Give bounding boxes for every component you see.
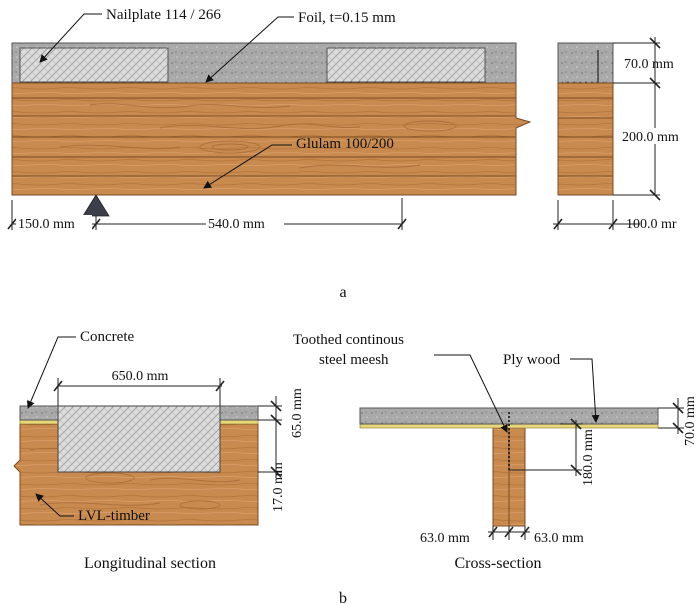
title-longitudinal: Longitudinal section: [84, 555, 216, 572]
label-mesh-line1: Toothed continous: [293, 332, 404, 348]
label-foil: Foil, t=0.15 mm: [298, 10, 396, 26]
glulam-beam: [11, 82, 532, 196]
part-a-cross-section: 70.0 mm 200.0 mm 100.0 mr: [553, 37, 696, 232]
label-mesh-line2: steel meesh: [319, 352, 389, 368]
part-a-elevation: 150.0 mm 540.0 mm Nailplate 114 / 266 Fo…: [7, 7, 532, 232]
caption-b: b: [339, 590, 347, 605]
title-cross-section: Cross-section: [454, 555, 541, 572]
dim-beam-height: 200.0 mm: [622, 130, 679, 145]
label-lvl: LVL-timber: [78, 508, 150, 524]
nailplate-right: [326, 47, 486, 83]
nailplate-teeth-left: [19, 81, 165, 87]
dim-slab-thickness: 65.0 mm: [290, 388, 305, 438]
dim-right-half: 63.0 mm: [534, 531, 584, 546]
label-plywood: Ply wood: [503, 352, 561, 368]
lvl-notch: [57, 405, 221, 473]
support-triangle: [82, 194, 110, 217]
nailplate-left: [19, 47, 169, 83]
label-concrete: Concrete: [80, 329, 134, 345]
label-nailplate: Nailplate 114 / 266: [106, 7, 221, 23]
caption-a: a: [339, 284, 346, 301]
part-b-longitudinal: 650.0 mm 65.0 mm 17.0 mm Concrete LVL-ti…: [13, 329, 305, 572]
dim-beam-width: 100.0 mr: [626, 217, 677, 232]
label-glulam: Glulam 100/200: [296, 136, 394, 152]
dim-notch-depth: 17.0 mm: [271, 462, 286, 512]
dim-concrete-thickness: 70.0 mm: [624, 57, 674, 72]
cross-section-glulam: [557, 82, 614, 196]
dim-cross-slab-thickness: 70.0 mm: [683, 396, 698, 446]
dim-left-span: 150.0 mm: [18, 217, 75, 232]
dim-mesh-depth: 180.0 mm: [581, 429, 596, 486]
cross-section-concrete: [557, 42, 614, 84]
part-b-cross: 180.0 mm 70.0 mm 63.0 mm 63.0 mm Toothed…: [293, 332, 698, 572]
dim-main-span: 540.0 mm: [208, 217, 265, 232]
dim-left-half: 63.0 mm: [420, 531, 470, 546]
dim-notch-length: 650.0 mm: [112, 369, 169, 384]
